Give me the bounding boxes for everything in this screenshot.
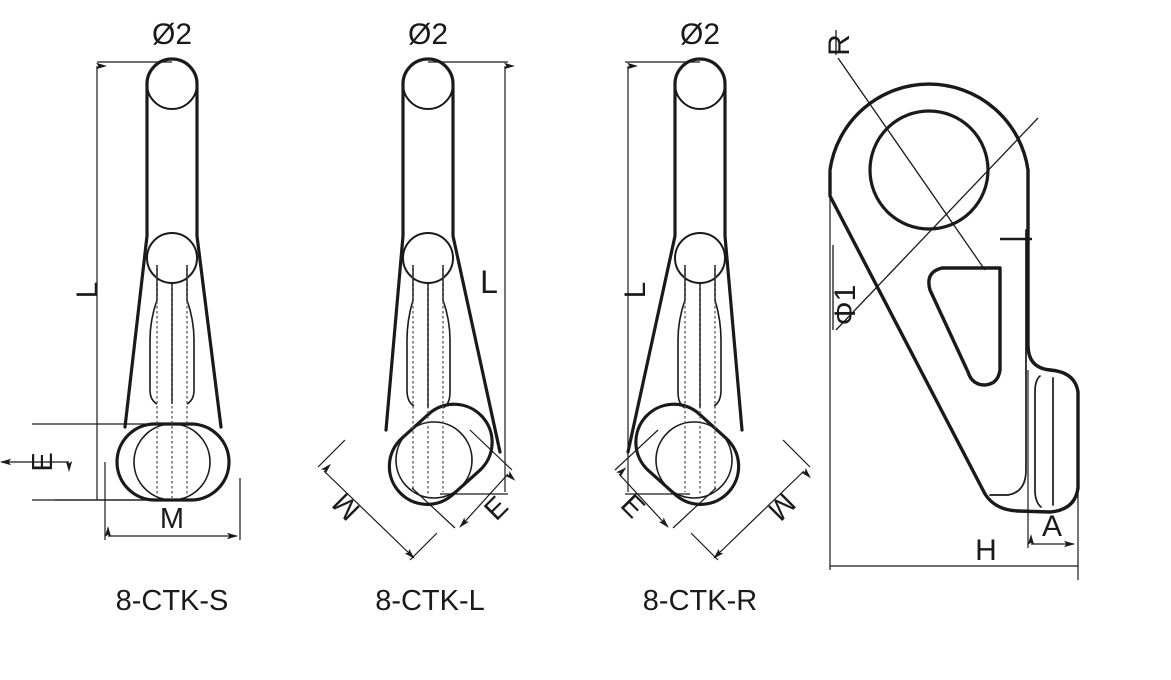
figure-ctk-l: Ø2 L M E 8-CTK-L <box>317 18 516 617</box>
part-label-s: 8-CTK-S <box>116 585 229 617</box>
shaft-silhouette-r <box>626 57 744 454</box>
dim-label-base-width-s: M <box>160 503 184 535</box>
dim-label-length-s: L <box>71 282 104 299</box>
dim-base-width-s <box>104 462 241 540</box>
hook-throat-notch <box>927 266 1002 387</box>
dim-label-base-height-s: E <box>27 452 59 471</box>
dim-length-r <box>625 61 700 495</box>
dim-base-width-l <box>317 439 438 561</box>
mid-collar-circle-r <box>674 232 726 284</box>
part-label-r: 8-CTK-R <box>643 585 757 617</box>
base-bore-circle-r <box>655 421 733 499</box>
dim-label-overall-width: H <box>975 534 997 567</box>
dim-base-height-r <box>614 429 717 529</box>
base-bore-circle-l <box>395 421 473 499</box>
figure-hook-profile: R Φ1 H A <box>823 30 1080 580</box>
part-label-l: 8-CTK-L <box>375 585 485 617</box>
dim-pad-width <box>1027 370 1075 548</box>
dim-label-length-r: L <box>619 282 652 299</box>
dim-label-diameter-r: Ø2 <box>680 18 720 51</box>
part-outline-r <box>626 57 744 506</box>
dim-bore-leader <box>832 117 1039 331</box>
dim-overall-width <box>829 196 1079 580</box>
dim-label-diameter-l: Ø2 <box>408 18 448 51</box>
part-outline-s <box>115 57 231 502</box>
dim-radius-leader <box>835 30 986 271</box>
hook-pad-left-edge <box>1034 375 1042 508</box>
hook-left-flank <box>828 170 1020 513</box>
mid-collar-circle-s <box>146 232 198 284</box>
hook-shank-inner-line <box>989 229 1027 496</box>
dim-base-width-r <box>690 439 811 561</box>
dim-label-pad-width: A <box>1042 510 1062 543</box>
mid-collar-circle-l <box>402 232 454 284</box>
dim-label-bore-diameter: Φ1 <box>829 285 862 326</box>
dim-base-height-l <box>411 429 516 529</box>
hook-foot-pad <box>1016 368 1080 514</box>
shaft-silhouette-l <box>384 57 502 454</box>
figure-ctk-r: Ø2 L E M 8-CTK-R <box>614 18 811 617</box>
dim-label-radius: R <box>823 34 856 56</box>
dim-base-height-s <box>0 423 150 501</box>
dim-label-length-l: L <box>480 264 498 300</box>
dim-label-base-width-l: M <box>327 487 367 527</box>
hook-outer-profile <box>828 82 1052 372</box>
dim-label-base-height-l: E <box>478 490 514 526</box>
shaft-silhouette-s <box>123 57 223 429</box>
dim-label-base-width-r: M <box>762 487 802 527</box>
internal-detail-s <box>149 265 195 405</box>
figure-ctk-s: Ø2 L E M 8-CTK-S <box>0 18 241 617</box>
dim-label-diameter-s: Ø2 <box>152 18 192 51</box>
internal-hidden-lines-s <box>156 266 188 498</box>
base-stadium-s <box>115 422 231 502</box>
